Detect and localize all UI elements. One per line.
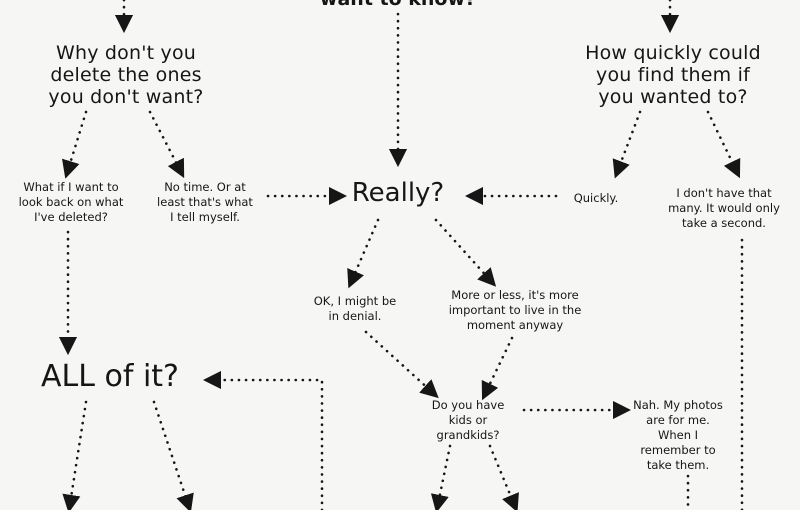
node-quickly: Quickly. xyxy=(573,191,619,205)
connector-delete-to-lookback xyxy=(62,110,88,179)
node-do-you-have-kids: Do you have kids or grandkids? xyxy=(431,398,505,442)
node-what-if-look-back: What if I want to look back on what I've… xyxy=(18,180,124,224)
connector-moreless-to-kids xyxy=(481,336,514,401)
node-how-quickly: How quickly could you find them if you w… xyxy=(585,42,761,108)
connector-delete-to-notime xyxy=(148,110,185,179)
connector-kids-down-right xyxy=(488,444,519,510)
connector-find-to-notmany xyxy=(706,110,741,179)
node-nah-my-photos: Nah. My photos are for me. When I rememb… xyxy=(633,398,723,472)
node-dont-have-that-many: I don't have that many. It would only ta… xyxy=(668,186,780,230)
node-why-dont-you-delete: Why don't you delete the ones you don't … xyxy=(48,42,204,108)
node-denial: OK, I might be in denial. xyxy=(313,294,397,323)
node-want-to-know: want to know? xyxy=(310,0,486,10)
node-more-or-less: More or less, it's more important to liv… xyxy=(448,288,582,332)
node-really: Really? xyxy=(351,178,445,208)
connector-really-to-denial xyxy=(347,218,380,289)
connector-all-down-right xyxy=(152,400,194,510)
connector-find-to-quickly xyxy=(612,110,642,179)
node-all-of-it: ALL of it? xyxy=(41,359,179,394)
connector-up-to-all xyxy=(202,370,324,510)
connector-kids-down-left xyxy=(430,444,452,510)
connector-denial-to-kids xyxy=(364,330,439,399)
connector-really-to-moreless xyxy=(434,218,497,287)
connector-all-down-left xyxy=(62,400,88,510)
node-no-time: No time. Or at least that's what I tell … xyxy=(157,180,253,224)
